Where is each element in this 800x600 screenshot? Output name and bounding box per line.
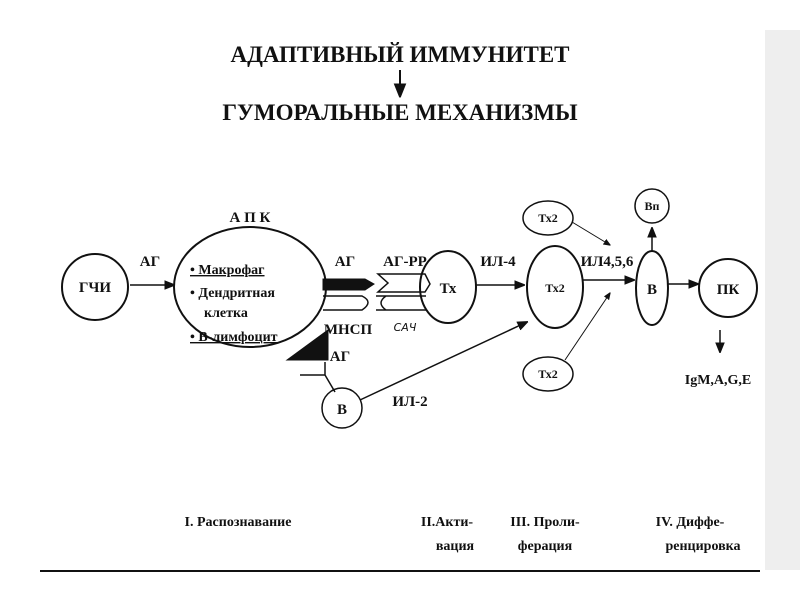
blymph-antigen-shape (285, 329, 329, 361)
arrow-tx2top (571, 221, 610, 245)
ag-rr-label: АГ-РР (383, 254, 427, 270)
pk-node (698, 258, 758, 318)
antigen-shape (322, 278, 375, 291)
stage-3-line1: III. Проли- (510, 515, 580, 530)
title-line1: АДАПТИВНЫЙ ИММУНИТЕТ (230, 42, 569, 67)
stage-1: I. Распознавание (185, 515, 292, 530)
bp-node (634, 188, 670, 224)
stage-2-line1: II.Акти- (421, 515, 474, 530)
sach-label: САЧ (394, 321, 417, 334)
tx-label: Тх (440, 281, 457, 297)
il4-label: ИЛ-4 (480, 254, 516, 270)
ig-label: IgM,A,G,E (685, 373, 752, 388)
tx2-node (526, 245, 584, 329)
b-lower-label: В (337, 402, 347, 418)
receptor-shape-bottom (376, 295, 426, 311)
tx2-top-label: Тх2 (538, 211, 557, 225)
mhc-label: МНСП (324, 322, 373, 338)
ag-label-2: АГ (335, 254, 355, 270)
arrow-tx2bottom (564, 293, 610, 361)
pk-label: ПК (717, 282, 740, 298)
b-lower-node (321, 387, 363, 429)
b-receptor (300, 362, 336, 393)
apk-item-macrophage: • Макрофаг (190, 263, 265, 278)
b-label: В (647, 282, 657, 298)
tx2-label: Тх2 (545, 281, 564, 295)
stage-2-line2: вация (436, 539, 475, 554)
tx2-bottom-label: Тх2 (538, 367, 557, 381)
tx2-top-node (522, 200, 574, 236)
tx-node (419, 250, 477, 324)
stage-3-line2: ферация (518, 539, 573, 554)
apk-label: А П К (230, 210, 271, 226)
apk-item-dendritic: • Дендритная (190, 286, 275, 301)
stage-4-line1: IV. Диффе- (656, 515, 725, 530)
gchi-node (61, 253, 129, 321)
bp-label: Вп (645, 199, 660, 213)
title-line2: ГУМОРАЛЬНЫЕ МЕХАНИЗМЫ (222, 100, 578, 125)
mhc-shape (323, 295, 369, 311)
ag-label-1: АГ (140, 254, 160, 270)
il2-label: ИЛ-2 (392, 394, 427, 410)
apk-item-cell: клетка (204, 306, 248, 321)
gchi-label: ГЧИ (79, 280, 112, 296)
scan-shadow (765, 30, 800, 570)
arrow-b-tx2 (359, 322, 527, 401)
tx2-bottom-node (522, 356, 574, 392)
ag-label-3: АГ (330, 349, 350, 365)
receptor-shape-top (376, 273, 431, 293)
apk-item-blymph: • В-лимфоцит (190, 330, 278, 345)
stage-4-line2: ренцировка (665, 539, 740, 554)
il456-label: ИЛ4,5,6 (581, 254, 634, 270)
